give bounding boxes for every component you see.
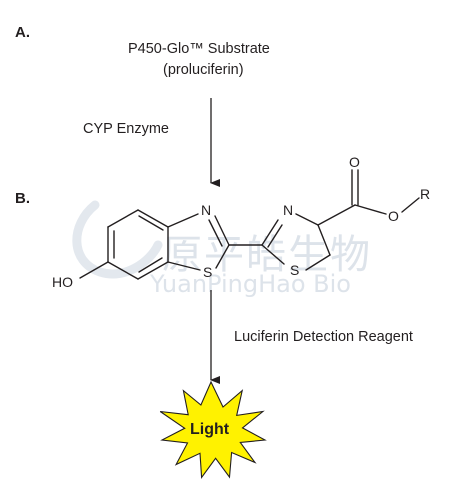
luciferin-bonds <box>79 169 420 280</box>
light-label: Light <box>190 421 230 438</box>
panel-b-label: B. <box>15 190 30 207</box>
atom-r-group: R <box>420 186 431 202</box>
atom-s-thiazoline: S <box>290 262 300 278</box>
group-ho: HO <box>52 274 73 290</box>
enzyme-label: CYP Enzyme <box>83 121 169 137</box>
atom-s-benzothiazole: S <box>203 264 213 280</box>
atom-o-ester: O <box>388 208 399 224</box>
atom-n-benzothiazole: N <box>201 202 212 218</box>
light-burst-star <box>159 380 267 479</box>
detection-reagent-label: Luciferin Detection Reagent <box>234 329 413 345</box>
substrate-subtitle: (proluciferin) <box>163 62 244 78</box>
atom-n-thiazoline: N <box>283 202 294 218</box>
watermark-swoosh <box>72 200 163 279</box>
atom-o-carbonyl: O <box>349 154 360 170</box>
substrate-name: P450-Glo™ Substrate <box>128 41 270 57</box>
panel-a-label: A. <box>15 24 30 41</box>
